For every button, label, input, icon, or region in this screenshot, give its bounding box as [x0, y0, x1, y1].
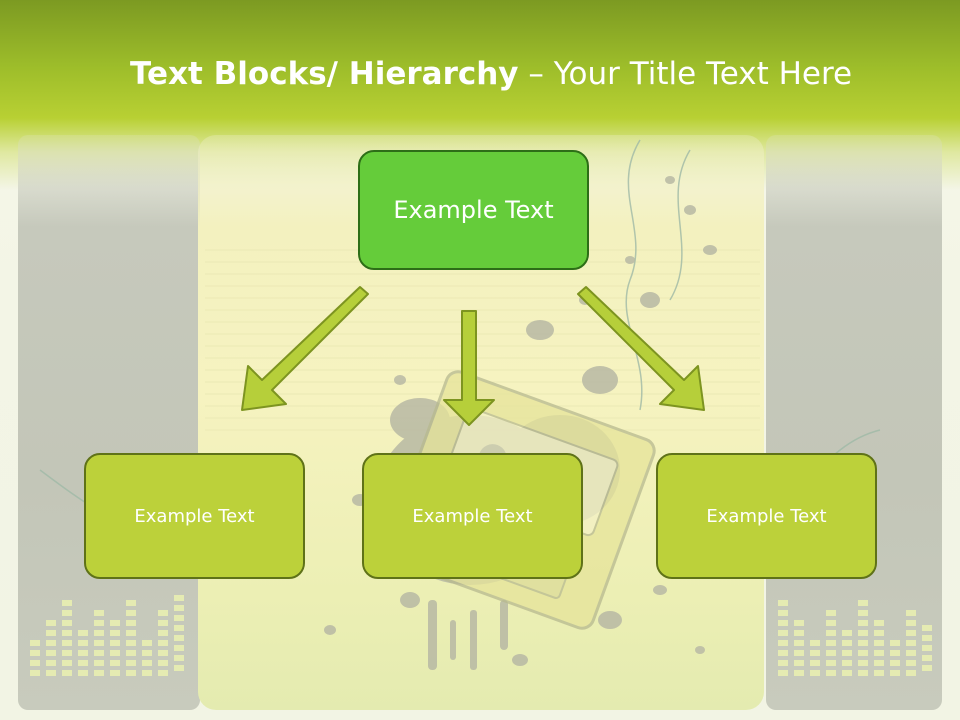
top-node-label: Example Text	[393, 196, 554, 224]
left-side-panel	[18, 135, 200, 710]
child-node-label: Example Text	[706, 505, 827, 527]
arrow-down-center	[443, 310, 495, 426]
title-regular-part: – Your Title Text Here	[518, 56, 853, 92]
slide-title: Text Blocks/ Hierarchy – Your Title Text…	[130, 56, 852, 92]
child-node-left[interactable]: Example Text	[84, 453, 305, 579]
title-bold-part: Text Blocks/ Hierarchy	[130, 56, 519, 92]
top-node[interactable]: Example Text	[358, 150, 589, 270]
child-node-right[interactable]: Example Text	[656, 453, 877, 579]
equalizer-bars-icon	[778, 600, 932, 676]
child-node-label: Example Text	[134, 505, 255, 527]
child-node-label: Example Text	[412, 505, 533, 527]
arrow-down-right	[577, 286, 705, 411]
arrow-down-left	[241, 286, 369, 411]
child-node-center[interactable]: Example Text	[362, 453, 583, 579]
equalizer-bars-icon	[30, 595, 184, 676]
